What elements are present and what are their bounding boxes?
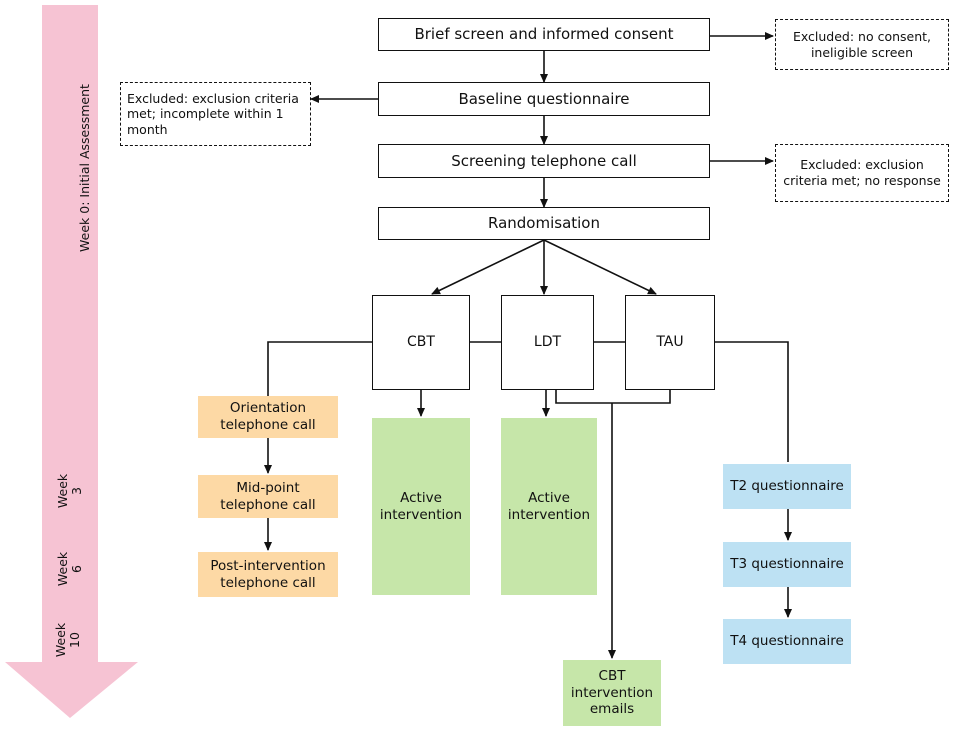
screening-call-box: Screening telephone call (378, 144, 710, 178)
cbt-active-intervention-box: Active intervention (372, 418, 470, 595)
arm-tau-box: TAU (625, 295, 715, 390)
baseline-questionnaire-box: Baseline questionnaire (378, 82, 710, 116)
midpoint-call-box: Mid-point telephone call (198, 475, 338, 518)
link-cbt-orientation (267, 341, 372, 396)
orientation-call-box: Orientation telephone call (198, 396, 338, 438)
arrow-rand-cbt (431, 239, 545, 295)
arm-ldt-box: LDT (501, 295, 594, 390)
arm-cbt-box: CBT (372, 295, 470, 390)
consent-excluded-box: Excluded: no consent, ineligible screen (775, 19, 949, 70)
t4-questionnaire-box: T4 questionnaire (723, 619, 851, 664)
consent-box: Brief screen and informed consent (378, 18, 710, 51)
link-tau-t2 (715, 341, 789, 462)
t2-questionnaire-box: T2 questionnaire (723, 464, 851, 509)
randomisation-box: Randomisation (378, 207, 710, 240)
timeline-label-week0: Week 0: Initial Assessment (77, 84, 92, 252)
ldt-active-intervention-box: Active intervention (501, 418, 597, 595)
arrow-rand-tau (543, 239, 657, 295)
timeline-arrow (5, 5, 138, 718)
post-intervention-call-box: Post-intervention telephone call (198, 552, 338, 597)
t3-questionnaire-box: T3 questionnaire (723, 542, 851, 587)
baseline-excluded-box: Excluded: exclusion criteria met; incomp… (120, 82, 311, 146)
link-ldt-tau-emails (555, 390, 671, 404)
cbt-intervention-emails-box: CBT intervention emails (563, 660, 661, 726)
call-excluded-box: Excluded: exclusion criteria met; no res… (775, 144, 949, 202)
